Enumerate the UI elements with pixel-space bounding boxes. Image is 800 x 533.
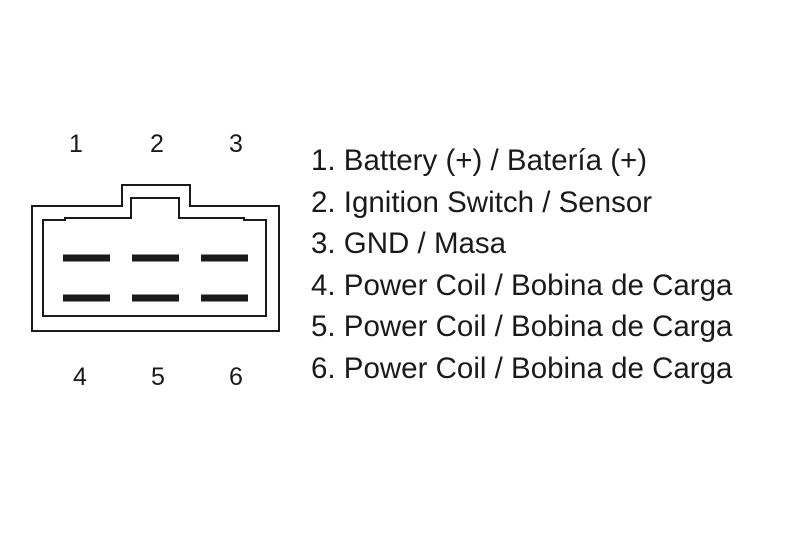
pin-number-4: 4 (73, 363, 87, 391)
legend-item-pin-6: 6. Power Coil / Bobina de Carga (311, 351, 733, 385)
pin-number-1: 1 (69, 130, 83, 158)
legend-item-pin-1: 1. Battery (+) / Batería (+) (311, 144, 648, 177)
connector-housing-outer (31, 184, 280, 332)
connector-diagram: 1 2 3 4 5 6 (31, 130, 280, 391)
pin-number-3: 3 (229, 130, 243, 158)
pin-number-6: 6 (229, 363, 243, 391)
connector-housing-inner (42, 197, 267, 317)
legend-item-pin-4: 4. Power Coil / Bobina de Carga (311, 268, 733, 302)
terminal-group (63, 254, 248, 302)
pin-number-5: 5 (151, 363, 165, 391)
pin-legend: 1. Battery (+) / Batería (+) 2. Ignition… (311, 140, 732, 389)
legend-item-pin-5: 5. Power Coil / Bobina de Carga (311, 310, 733, 343)
legend-item-pin-3: 3. GND / Masa (311, 227, 507, 260)
legend-item-pin-2: 2. Ignition Switch / Sensor (311, 185, 653, 219)
pin-number-2: 2 (150, 130, 164, 158)
